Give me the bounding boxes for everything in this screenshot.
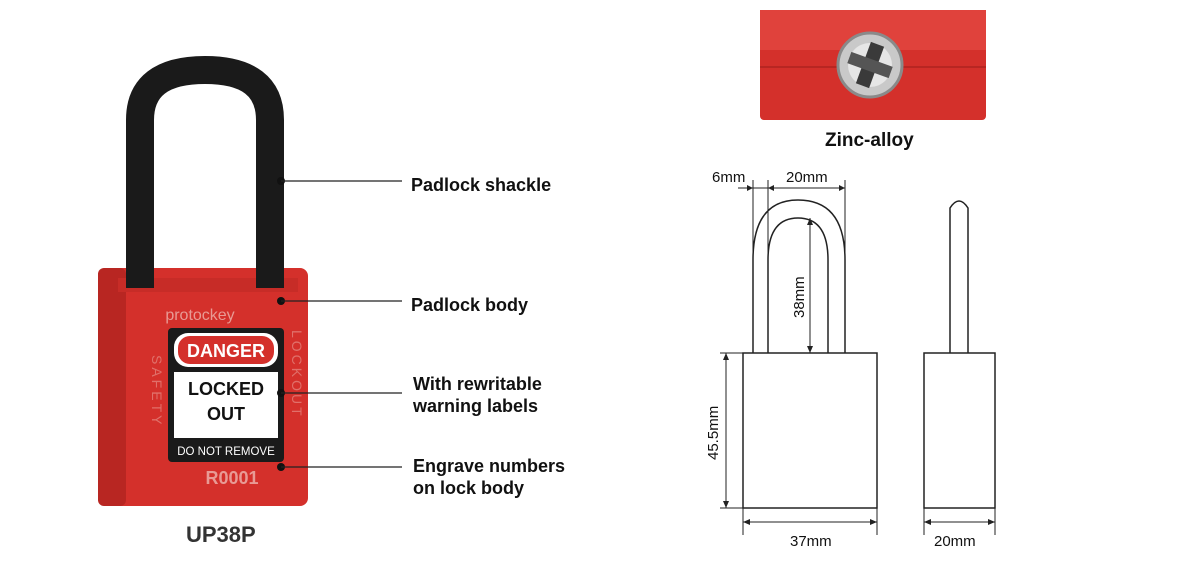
cylinder-closeup <box>760 10 986 120</box>
danger-text: DANGER <box>187 341 265 361</box>
callout-shackle: Padlock shackle <box>411 175 552 195</box>
dimension-drawing: 6mm 20mm 38mm 45.5mm 37mm 20mm <box>705 169 996 550</box>
front-shackle-outer <box>752 199 846 353</box>
dim-shackle-diameter: 6mm <box>712 169 745 186</box>
side-embossing-left: SAFETY <box>149 355 165 427</box>
model-name: UP38P <box>186 522 256 547</box>
callout-body: Padlock body <box>411 295 529 315</box>
brand-engraving: protockey <box>165 307 234 324</box>
callout-engrave: Engrave numbers on lock body <box>413 456 566 498</box>
front-shackle-inner <box>767 217 829 353</box>
dim-shackle-inner-width: 20mm <box>786 169 828 186</box>
side-embossing-right: LOCKOUT <box>289 330 305 419</box>
engraved-number: R0001 <box>205 468 258 488</box>
callout-warning-labels: With rewritable warning labels <box>413 374 542 416</box>
locked-text: LOCKED <box>188 379 264 399</box>
dim-body-thickness: 20mm <box>934 533 976 550</box>
out-text: OUT <box>207 404 245 424</box>
dim-shackle-clearance: 38mm <box>791 276 808 318</box>
side-body <box>923 352 996 509</box>
padlock-illustration: protockey DANGER LOCKED OUT DO NOT REMOV… <box>98 55 402 506</box>
front-body <box>742 352 878 509</box>
padlock-shackle <box>126 55 284 290</box>
do-not-remove-text: DO NOT REMOVE <box>177 446 275 458</box>
cylinder-caption: Zinc-alloy <box>825 130 914 151</box>
dim-body-height: 45.5mm <box>705 406 722 460</box>
dim-body-width: 37mm <box>790 533 832 550</box>
side-shackle <box>949 200 969 353</box>
